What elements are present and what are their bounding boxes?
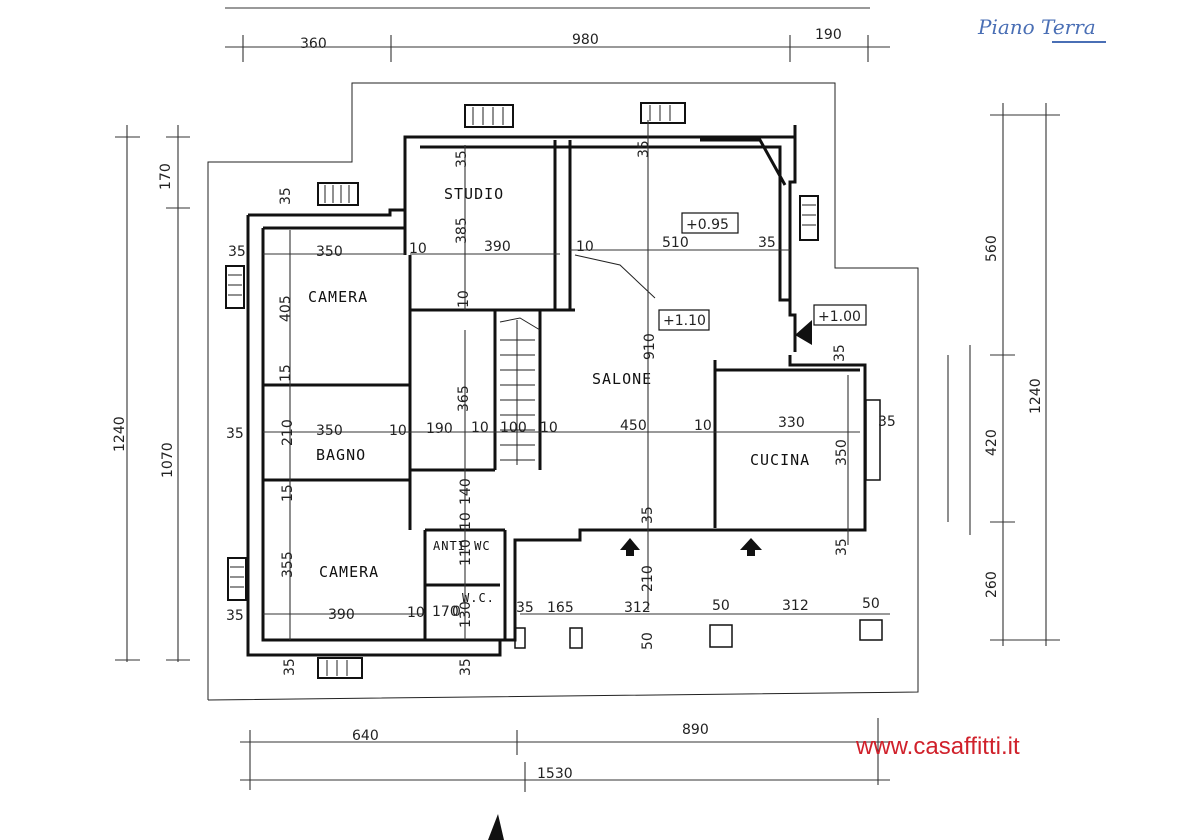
dim-i-30: 140 — [458, 478, 474, 505]
room-camera-bottom: CAMERA — [319, 563, 379, 581]
dim-i-42: 50 — [712, 598, 730, 614]
dim-i-29: 15 — [280, 484, 296, 502]
dim-i-17: 210 — [280, 419, 296, 446]
dim-i-24: 450 — [620, 418, 647, 434]
dim-i-45: 130 — [458, 601, 474, 628]
step-line — [574, 254, 656, 299]
dim-i-0: 35 — [278, 187, 294, 205]
dim-i-28: 35 — [878, 414, 896, 430]
level-box-salone — [658, 309, 710, 331]
interior-walls — [263, 140, 860, 640]
bottom-dimension-chain: 640 890 1530 — [240, 718, 890, 792]
dim-i-4: 385 — [454, 217, 470, 244]
dim-bottom-640: 640 — [352, 728, 379, 744]
room-studio: STUDIO — [444, 185, 504, 203]
dim-i-7: 10 — [576, 239, 594, 255]
room-bagno: BAGNO — [316, 446, 366, 464]
dim-i-16: 35 — [226, 426, 244, 442]
dim-right-260: 260 — [984, 571, 1000, 598]
dim-bottom-890: 890 — [682, 722, 709, 738]
dim-i-44: 50 — [862, 596, 880, 612]
dim-i-6b: 35 — [636, 140, 652, 158]
dim-i-8: 510 — [662, 235, 689, 251]
dim-i-13: 365 — [456, 385, 472, 412]
dim-i-33: 355 — [280, 551, 296, 578]
site-boundary — [207, 82, 919, 701]
dim-i-36: 10 — [407, 605, 425, 621]
inner-dimensions: 35 35 350 10 385 390 35 10 510 35 10 405… — [226, 120, 896, 676]
north-arrow-icon — [488, 814, 504, 840]
dim-top-190: 190 — [815, 27, 842, 43]
dim-i-2: 350 — [316, 244, 343, 260]
dim-i-27: 350 — [834, 439, 850, 466]
dim-i-3: 10 — [409, 241, 427, 257]
entrance-arrows — [620, 320, 812, 556]
dim-i-21: 10 — [471, 420, 489, 436]
dim-i-28b: 35 — [832, 344, 848, 362]
watermark: www.casaffitti.it — [855, 733, 1020, 760]
level-entry: +1.00 — [818, 309, 861, 325]
dim-i-18: 350 — [316, 423, 343, 439]
dim-i-25: 10 — [694, 418, 712, 434]
dim-right-560: 560 — [984, 235, 1000, 262]
bay-wall — [700, 138, 787, 186]
dim-i-6: 35 — [454, 150, 470, 168]
dim-i-50: 50 — [640, 632, 656, 650]
dim-i-14: 910 — [642, 333, 658, 360]
window-markers — [225, 102, 883, 679]
dim-left-1070: 1070 — [160, 442, 176, 478]
dim-i-37: 170 — [432, 604, 459, 620]
dim-i-31: 10 — [458, 512, 474, 530]
room-cucina: CUCINA — [750, 451, 810, 469]
dim-i-23: 10 — [540, 420, 558, 436]
dim-i-39: 35 — [516, 600, 534, 616]
dim-i-38: 0 — [452, 604, 461, 620]
dim-i-43: 312 — [782, 598, 809, 614]
dim-i-20: 190 — [426, 421, 453, 437]
dim-i-35: 390 — [328, 607, 355, 623]
dim-i-22: 100 — [500, 420, 527, 436]
dim-i-34: 35 — [226, 608, 244, 624]
dim-i-19: 10 — [389, 423, 407, 439]
plan-title: Piano Terra — [977, 15, 1096, 39]
dim-top-360: 360 — [300, 36, 327, 52]
dim-i-9: 35 — [758, 235, 776, 251]
dim-i-5: 390 — [484, 239, 511, 255]
dim-i-10: 10 — [456, 290, 472, 308]
dim-i-46: 35 — [282, 658, 298, 676]
dim-right-1240: 1240 — [1028, 378, 1044, 414]
dim-i-49: 35 — [640, 506, 656, 524]
room-wc: W.C. — [462, 591, 495, 605]
room-salone: SALONE — [592, 370, 652, 388]
dim-right-420: 420 — [984, 429, 1000, 456]
dim-i-1: 35 — [228, 244, 246, 260]
dim-i-26: 330 — [778, 415, 805, 431]
level-studio: +0.95 — [686, 217, 729, 233]
dim-i-32: 110 — [458, 539, 474, 566]
staircase — [499, 317, 541, 465]
dim-top-980: 980 — [572, 32, 599, 48]
level-box-entry — [813, 304, 867, 326]
level-salone: +1.10 — [663, 313, 706, 329]
exterior-walls — [246, 125, 867, 657]
dim-left-170: 170 — [158, 163, 174, 190]
dim-left-1240: 1240 — [112, 416, 128, 452]
dim-i-41: 312 — [624, 600, 651, 616]
dim-i-12: 15 — [278, 364, 294, 382]
dim-i-51: 35 — [834, 538, 850, 556]
dim-i-11: 405 — [278, 295, 294, 322]
top-dimension-chain: 360 980 190 — [225, 7, 890, 62]
dim-i-48: 210 — [640, 565, 656, 592]
dim-i-40: 165 — [547, 600, 574, 616]
left-dimension-chain: 1240 170 1070 — [112, 125, 190, 662]
room-anti-wc: ANTI WC — [433, 539, 491, 553]
right-dimension-chain: 560 1240 420 260 — [947, 103, 1060, 646]
dim-i-47: 35 — [458, 658, 474, 676]
dim-bottom-1530: 1530 — [537, 766, 573, 782]
room-camera-top: CAMERA — [308, 288, 368, 306]
level-box-studio — [681, 212, 739, 234]
